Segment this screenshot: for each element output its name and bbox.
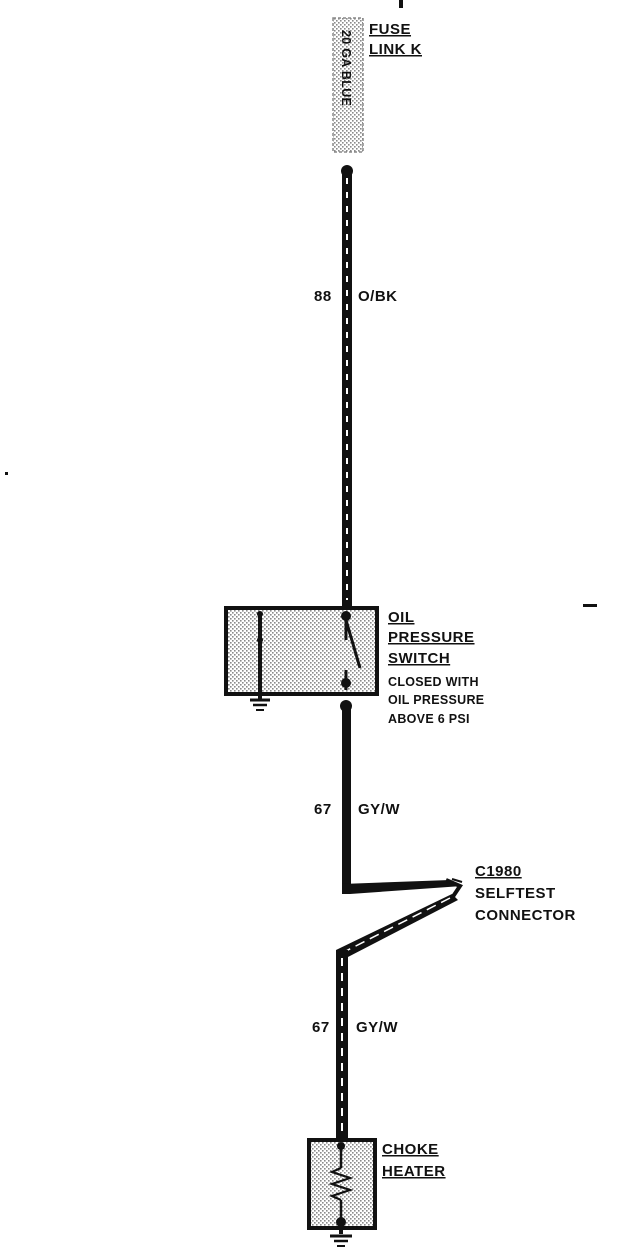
wire-88: 88 O/BK xyxy=(314,165,398,606)
connector-pin xyxy=(451,878,463,883)
wire-88-circuit: 88 xyxy=(314,288,332,305)
wire-67-upper-horizontal xyxy=(342,880,462,894)
scan-mark xyxy=(583,604,597,607)
oil-pressure-switch: OIL PRESSURE SWITCH CLOSED WITH OIL PRES… xyxy=(224,606,484,726)
oil-switch-note-1: CLOSED WITH xyxy=(388,675,479,689)
oil-switch-note-3: ABOVE 6 PSI xyxy=(388,712,470,726)
fuse-link: 20 GA BLUE FUSE LINK K xyxy=(332,17,422,153)
oil-pressure-switch-box xyxy=(224,606,379,696)
oil-switch-note-2: OIL PRESSURE xyxy=(388,693,484,707)
wire-67-lower: 67 GY/W xyxy=(312,894,458,1140)
wire-67-lower-circuit: 67 xyxy=(312,1019,330,1036)
wire-67-lower-diagonal-stripe xyxy=(343,897,451,953)
heater-element-icon xyxy=(328,1148,354,1218)
choke-terminal-top xyxy=(337,1142,345,1150)
scan-mark xyxy=(5,472,8,475)
switch-terminal xyxy=(257,611,263,617)
oil-switch-title-2: PRESSURE xyxy=(388,629,475,646)
selftest-connector: C1980 SELFTEST CONNECTOR xyxy=(445,863,576,924)
wire-67-upper-circuit: 67 xyxy=(314,801,332,818)
fuse-link-title-1: FUSE xyxy=(369,21,411,38)
fuse-link-gauge: 20 GA BLUE xyxy=(339,30,353,106)
choke-heater-title-2: HEATER xyxy=(382,1163,446,1180)
oil-switch-title-3: SWITCH xyxy=(388,650,450,667)
switch-blade xyxy=(344,619,362,669)
connector-symbol xyxy=(445,878,463,900)
choke-heater-title-1: CHOKE xyxy=(382,1141,439,1158)
selftest-connector-title-2: CONNECTOR xyxy=(475,907,576,924)
wire-67-lower-color: GY/W xyxy=(356,1019,398,1036)
top-stub xyxy=(399,0,403,8)
ground-icon xyxy=(250,698,270,711)
ground-icon xyxy=(330,1234,352,1247)
choke-heater: CHOKE HEATER xyxy=(307,1138,446,1247)
oil-switch-title-1: OIL xyxy=(388,609,415,626)
switch-contact-top xyxy=(341,611,351,621)
switch-terminal xyxy=(257,637,263,643)
selftest-connector-title-1: SELFTEST xyxy=(475,885,556,902)
wire-67-upper-color: GY/W xyxy=(358,801,400,818)
wire-88-color: O/BK xyxy=(358,288,398,305)
selftest-connector-id: C1980 xyxy=(475,863,522,880)
wire-67-upper: 67 GY/W xyxy=(314,700,462,894)
wire-67-lower-diagonal xyxy=(336,894,458,958)
wire-67-lower-body xyxy=(336,950,348,1140)
fuse-link-title-2: LINK K xyxy=(369,41,422,58)
fuse-link-box xyxy=(332,17,364,153)
wire-67-upper-body xyxy=(342,706,351,892)
